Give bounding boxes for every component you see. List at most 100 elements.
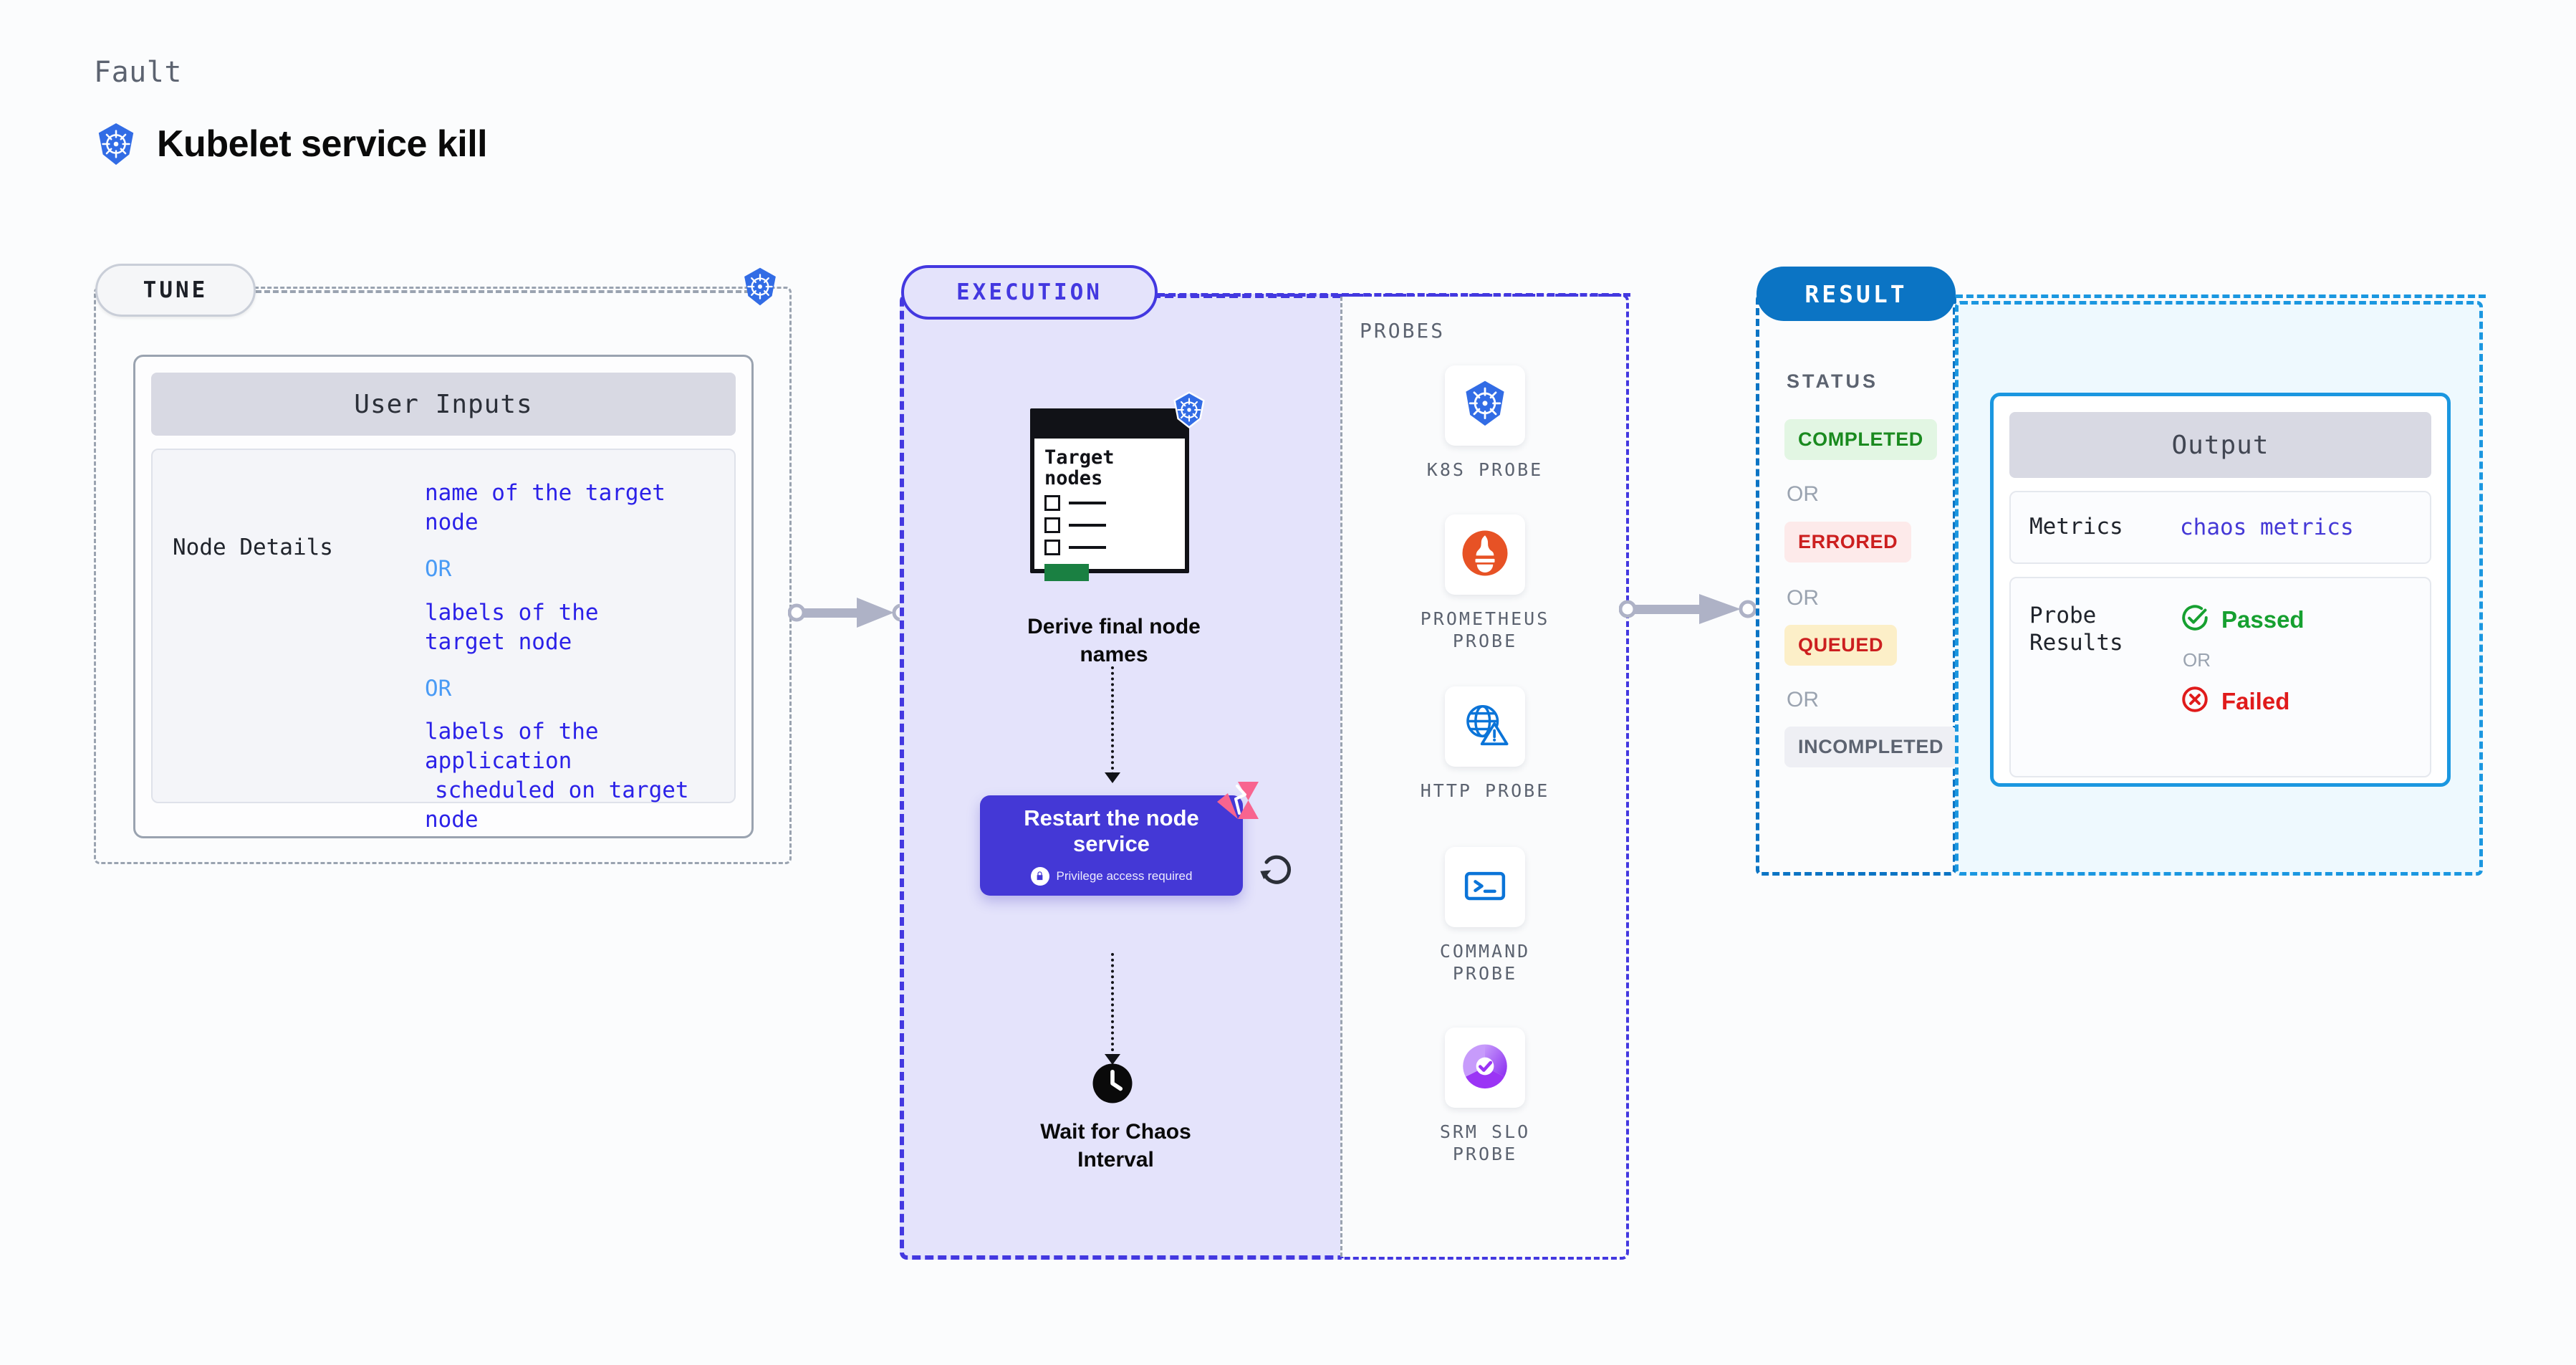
probe-label-line: PROBE [1452, 963, 1518, 985]
caption-line: names [1080, 643, 1148, 666]
target-nodes-illustration: Target nodes [1030, 391, 1205, 582]
value-line: target node [424, 628, 572, 655]
probe-result-passed: Passed [2180, 603, 2305, 636]
probe-item-command[interactable]: COMMAND PROBE [1379, 847, 1591, 985]
probe-label: HTTP PROBE [1421, 780, 1550, 802]
checkbox-row [1044, 495, 1185, 512]
user-inputs-title: User Inputs [151, 373, 736, 436]
caption-line: Derive final node [1027, 615, 1201, 638]
or-separator: OR [1787, 482, 1819, 506]
result-stage-pill[interactable]: RESULT [1756, 267, 1956, 321]
kubernetes-icon [94, 122, 138, 166]
probe-label-line: K8S PROBE [1426, 459, 1544, 480]
prometheus-icon [1459, 527, 1511, 583]
probe-tile [1445, 1028, 1525, 1108]
probe-label-line: PROBE [1452, 1144, 1518, 1165]
value-line: scheduled on target node [424, 777, 689, 833]
or-separator: OR [1787, 688, 1819, 712]
value-line: name of the target [424, 480, 665, 506]
refresh-icon [1256, 847, 1299, 894]
metrics-row: Metrics chaos metrics [2009, 491, 2431, 564]
probe-item-http[interactable]: HTTP PROBE [1379, 686, 1591, 802]
probe-item-srm-slo[interactable]: SRM SLO PROBE [1379, 1028, 1591, 1166]
probe-label-line: SRM SLO [1439, 1121, 1531, 1142]
metrics-value[interactable]: chaos metrics [2180, 514, 2354, 540]
probe-item-prometheus[interactable]: PROMETHEUS PROBE [1379, 514, 1591, 653]
result-panel [1756, 294, 1956, 876]
target-nodes-heading-line-1: Target [1044, 446, 1115, 469]
page-eyebrow: Fault [94, 56, 182, 89]
caption-line: Interval [1077, 1148, 1154, 1172]
window-titlebar [1034, 413, 1185, 439]
result-connector-line [1956, 294, 2486, 298]
title-line: Restart the node [1024, 805, 1199, 831]
status-badge-incompleted: INCOMPLETED [1784, 727, 1958, 767]
globe-warning-icon [1460, 700, 1510, 754]
x-circle-icon [2180, 684, 2210, 718]
user-inputs-card: User Inputs Node Details name of the tar… [133, 355, 754, 838]
status-badge-completed: COMPLETED [1784, 419, 1937, 460]
probes-section-label: PROBES [1360, 319, 1446, 343]
page-title: Kubelet service kill [157, 123, 488, 165]
probe-label: K8S PROBE [1427, 459, 1543, 481]
check-circle-icon [2180, 603, 2210, 636]
wait-for-chaos-caption: Wait for Chaos Interval [981, 1118, 1250, 1174]
label-line: Results [2029, 629, 2123, 656]
kubernetes-icon [740, 267, 780, 310]
probe-label: SRM SLO PROBE [1440, 1121, 1530, 1166]
probe-tile [1445, 686, 1525, 767]
connector-execution-to-result [1619, 594, 1757, 624]
chaos-badge-icon [1216, 780, 1260, 824]
clock-icon [1091, 1062, 1134, 1108]
placeholder-line [1069, 524, 1106, 527]
checkbox-icon [1044, 495, 1060, 512]
probe-label-line: PROMETHEUS [1420, 608, 1550, 629]
kubernetes-icon [1171, 391, 1208, 432]
label-line: Probe [2029, 603, 2097, 628]
node-details-values: name of the target node OR labels of the… [425, 479, 724, 835]
caption-line: Wait for Chaos [1040, 1120, 1191, 1144]
submit-button-shape [1044, 564, 1089, 582]
target-nodes-heading-line-2: nodes [1044, 467, 1103, 490]
user-inputs-body: Node Details name of the target node OR … [151, 449, 736, 833]
probe-tile [1445, 514, 1525, 595]
probe-tile [1445, 365, 1525, 446]
value-line: labels of the [424, 599, 599, 626]
or-separator: OR [1787, 586, 1819, 610]
page-header: Kubelet service kill [94, 122, 488, 166]
execution-connector-line [1158, 293, 1630, 297]
status-section-label: STATUS [1787, 370, 1878, 392]
value-line: node [424, 509, 479, 535]
probe-item-k8s[interactable]: K8S PROBE [1379, 365, 1591, 481]
probe-results-values: Passed OR Failed [2180, 603, 2305, 718]
terminal-icon [1459, 860, 1511, 915]
probe-result-failed: Failed [2180, 684, 2305, 718]
probe-label-line: COMMAND [1439, 941, 1531, 962]
privilege-note: Privilege access required [1030, 866, 1193, 886]
restart-card-title: Restart the node service [1024, 805, 1199, 857]
or-separator: OR [424, 675, 452, 701]
tune-connector-line [256, 290, 750, 293]
restart-node-service-card[interactable]: Restart the node service Privilege acces… [980, 795, 1243, 896]
flow-arrow-2 [1111, 953, 1114, 1057]
execution-stage-pill[interactable]: EXECUTION [901, 265, 1158, 320]
checkbox-row [1044, 517, 1185, 534]
privilege-note-text: Privilege access required [1056, 868, 1193, 883]
connector-tune-to-execution [788, 598, 910, 628]
tune-stage-pill[interactable]: TUNE [95, 264, 256, 317]
title-line: service [1073, 831, 1150, 856]
probe-results-label: Probe Results [2029, 603, 2180, 657]
output-card: Output Metrics chaos metrics Probe Resul… [1990, 393, 2451, 787]
checkbox-icon [1044, 517, 1060, 534]
probes-divider [1340, 297, 1342, 1257]
placeholder-line [1069, 546, 1106, 550]
or-separator: OR [2183, 649, 2211, 671]
probe-tile [1445, 847, 1525, 927]
status-badge-errored: ERRORED [1784, 522, 1912, 562]
checkbox-icon [1044, 540, 1060, 556]
derive-node-names-caption: Derive final node names [960, 613, 1268, 669]
failed-label: Failed [2221, 687, 2290, 714]
value-line: labels of the application [424, 719, 599, 775]
status-badge-queued: QUEUED [1784, 625, 1898, 666]
